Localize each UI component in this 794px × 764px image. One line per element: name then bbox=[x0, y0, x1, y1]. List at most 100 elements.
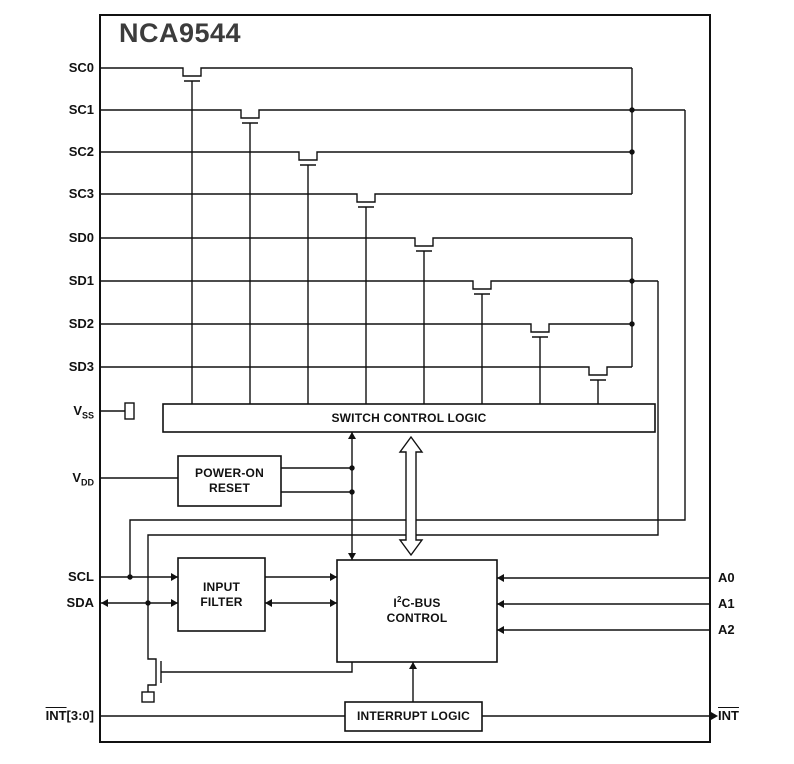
por-down-arrow bbox=[348, 553, 356, 560]
sd-to-sda-link bbox=[147, 281, 659, 603]
switch-control-logic-box bbox=[162, 403, 656, 433]
input-filter-label: INPUT FILTER bbox=[178, 558, 265, 631]
pin-text: SCL bbox=[68, 569, 94, 584]
address-wires bbox=[497, 577, 710, 631]
sd3-wire bbox=[100, 366, 632, 376]
int-out-arrow bbox=[711, 712, 718, 720]
arrowheads bbox=[101, 432, 718, 720]
pin-text: SC2 bbox=[68, 144, 94, 159]
junction-dot bbox=[629, 149, 635, 155]
sd3-switch-gate bbox=[590, 379, 606, 404]
sda-into-i2c-arrow bbox=[330, 599, 337, 607]
pin-text: SD3 bbox=[68, 359, 94, 374]
interrupt-logic-label: INTERRUPT LOGIC bbox=[345, 702, 482, 731]
junction-dot bbox=[629, 107, 635, 113]
sc2-switch-gate bbox=[300, 164, 316, 404]
input-filter-box bbox=[177, 557, 266, 632]
pin-text: A0 bbox=[718, 570, 735, 585]
sda-pulldown-gate bbox=[160, 661, 353, 683]
pin-label-sc3: SC3 bbox=[0, 185, 94, 203]
pin-subscript: DD bbox=[81, 477, 94, 488]
pin-text: SD1 bbox=[68, 273, 94, 288]
sc2-wire bbox=[100, 151, 632, 161]
sc1-wire bbox=[100, 109, 685, 119]
block-boxes bbox=[162, 403, 656, 732]
block-text: INPUT bbox=[203, 579, 240, 594]
sd2-switch-gate bbox=[532, 336, 548, 404]
block-text: RESET bbox=[208, 481, 250, 495]
sd2-wire bbox=[100, 323, 632, 333]
pin-label-sd1: SD1 bbox=[0, 272, 94, 290]
junction-dot bbox=[629, 321, 635, 327]
por-links bbox=[281, 432, 353, 560]
i2c-superscript: 2 bbox=[396, 595, 402, 604]
pin-text: A1 bbox=[718, 596, 735, 611]
vss-pad-symbol bbox=[124, 402, 135, 420]
pin-text: [3:0] bbox=[66, 708, 94, 723]
signal-wires bbox=[100, 67, 686, 603]
pin-text: SC3 bbox=[68, 186, 94, 201]
junction-dots bbox=[127, 107, 635, 606]
junction-dot bbox=[349, 489, 355, 495]
sc0-wire bbox=[100, 67, 632, 77]
pulldown-ground-symbol bbox=[141, 691, 155, 703]
pin-text: A2 bbox=[718, 622, 735, 637]
pin-text: SD2 bbox=[68, 316, 94, 331]
a0-arrow bbox=[497, 574, 504, 582]
a1-arrow bbox=[497, 600, 504, 608]
pin-label-a0: A0 bbox=[718, 569, 735, 587]
control-wires bbox=[100, 402, 711, 717]
pin-text: V bbox=[73, 403, 82, 418]
pin-label-sd2: SD2 bbox=[0, 315, 94, 333]
junction-dot bbox=[349, 465, 355, 471]
sc0-switch-gate bbox=[184, 80, 200, 404]
pin-subscript: SS bbox=[81, 410, 94, 421]
pin-text: SC1 bbox=[68, 102, 94, 117]
pin-label-a2: A2 bbox=[718, 621, 735, 639]
pin-label-scl: SCL bbox=[0, 568, 94, 586]
junction-dot bbox=[629, 278, 635, 284]
pin-label-sc2: SC2 bbox=[0, 143, 94, 161]
pin-label-sd0: SD0 bbox=[0, 229, 94, 247]
pin-text: SDA bbox=[66, 595, 94, 610]
sd1-switch-gate bbox=[474, 293, 490, 404]
pin-label-sd3: SD3 bbox=[0, 358, 94, 376]
i2c-suffix: C-BUS bbox=[401, 596, 441, 610]
chip-outline bbox=[99, 14, 711, 743]
pin-label-int30: INT[3:0] bbox=[0, 707, 94, 725]
i2c-prefix: I bbox=[393, 596, 397, 610]
power-on-reset-box bbox=[177, 455, 282, 507]
pin-label-sda: SDA bbox=[0, 594, 94, 612]
sda-pulldown-channel bbox=[147, 603, 157, 692]
sc3-switch-gate bbox=[358, 206, 374, 404]
pin-label-sc1: SC1 bbox=[0, 101, 94, 119]
i2c-bus-control-label: I2C-BUS CONTROL bbox=[337, 560, 497, 662]
junction-dot bbox=[127, 574, 133, 580]
sda-out-arrow bbox=[101, 599, 108, 607]
block-text: CONTROL bbox=[386, 611, 448, 625]
sc1-switch-gate bbox=[242, 122, 258, 404]
junction-dot bbox=[145, 600, 151, 606]
pin-label-sc0: SC0 bbox=[0, 59, 94, 77]
scl-into-i2c-arrow bbox=[330, 573, 337, 581]
sc3-wire bbox=[100, 193, 632, 203]
interrupt-logic-box bbox=[344, 701, 483, 732]
i2c-bus-control-box bbox=[336, 559, 498, 663]
switch-control-logic-label: SWITCH CONTROL LOGIC bbox=[163, 404, 655, 432]
pin-label-int: INT bbox=[718, 707, 739, 725]
sd1-wire bbox=[100, 280, 658, 290]
pin-text-overlined: INT bbox=[718, 708, 739, 723]
control-bus-double-arrow bbox=[398, 435, 424, 557]
chip-title: NCA9544 bbox=[119, 18, 242, 48]
sd0-wire bbox=[100, 237, 632, 247]
sda-back-arrow bbox=[265, 599, 272, 607]
block-text: INTERRUPT LOGIC bbox=[357, 709, 470, 723]
sda-into-filter-arrow bbox=[171, 599, 178, 607]
block-text: POWER-ON bbox=[195, 466, 264, 480]
power-on-reset-label: POWER-ON RESET bbox=[178, 456, 281, 506]
pin-text: SD0 bbox=[68, 230, 94, 245]
a2-arrow bbox=[497, 626, 504, 634]
pin-text: V bbox=[72, 470, 81, 485]
